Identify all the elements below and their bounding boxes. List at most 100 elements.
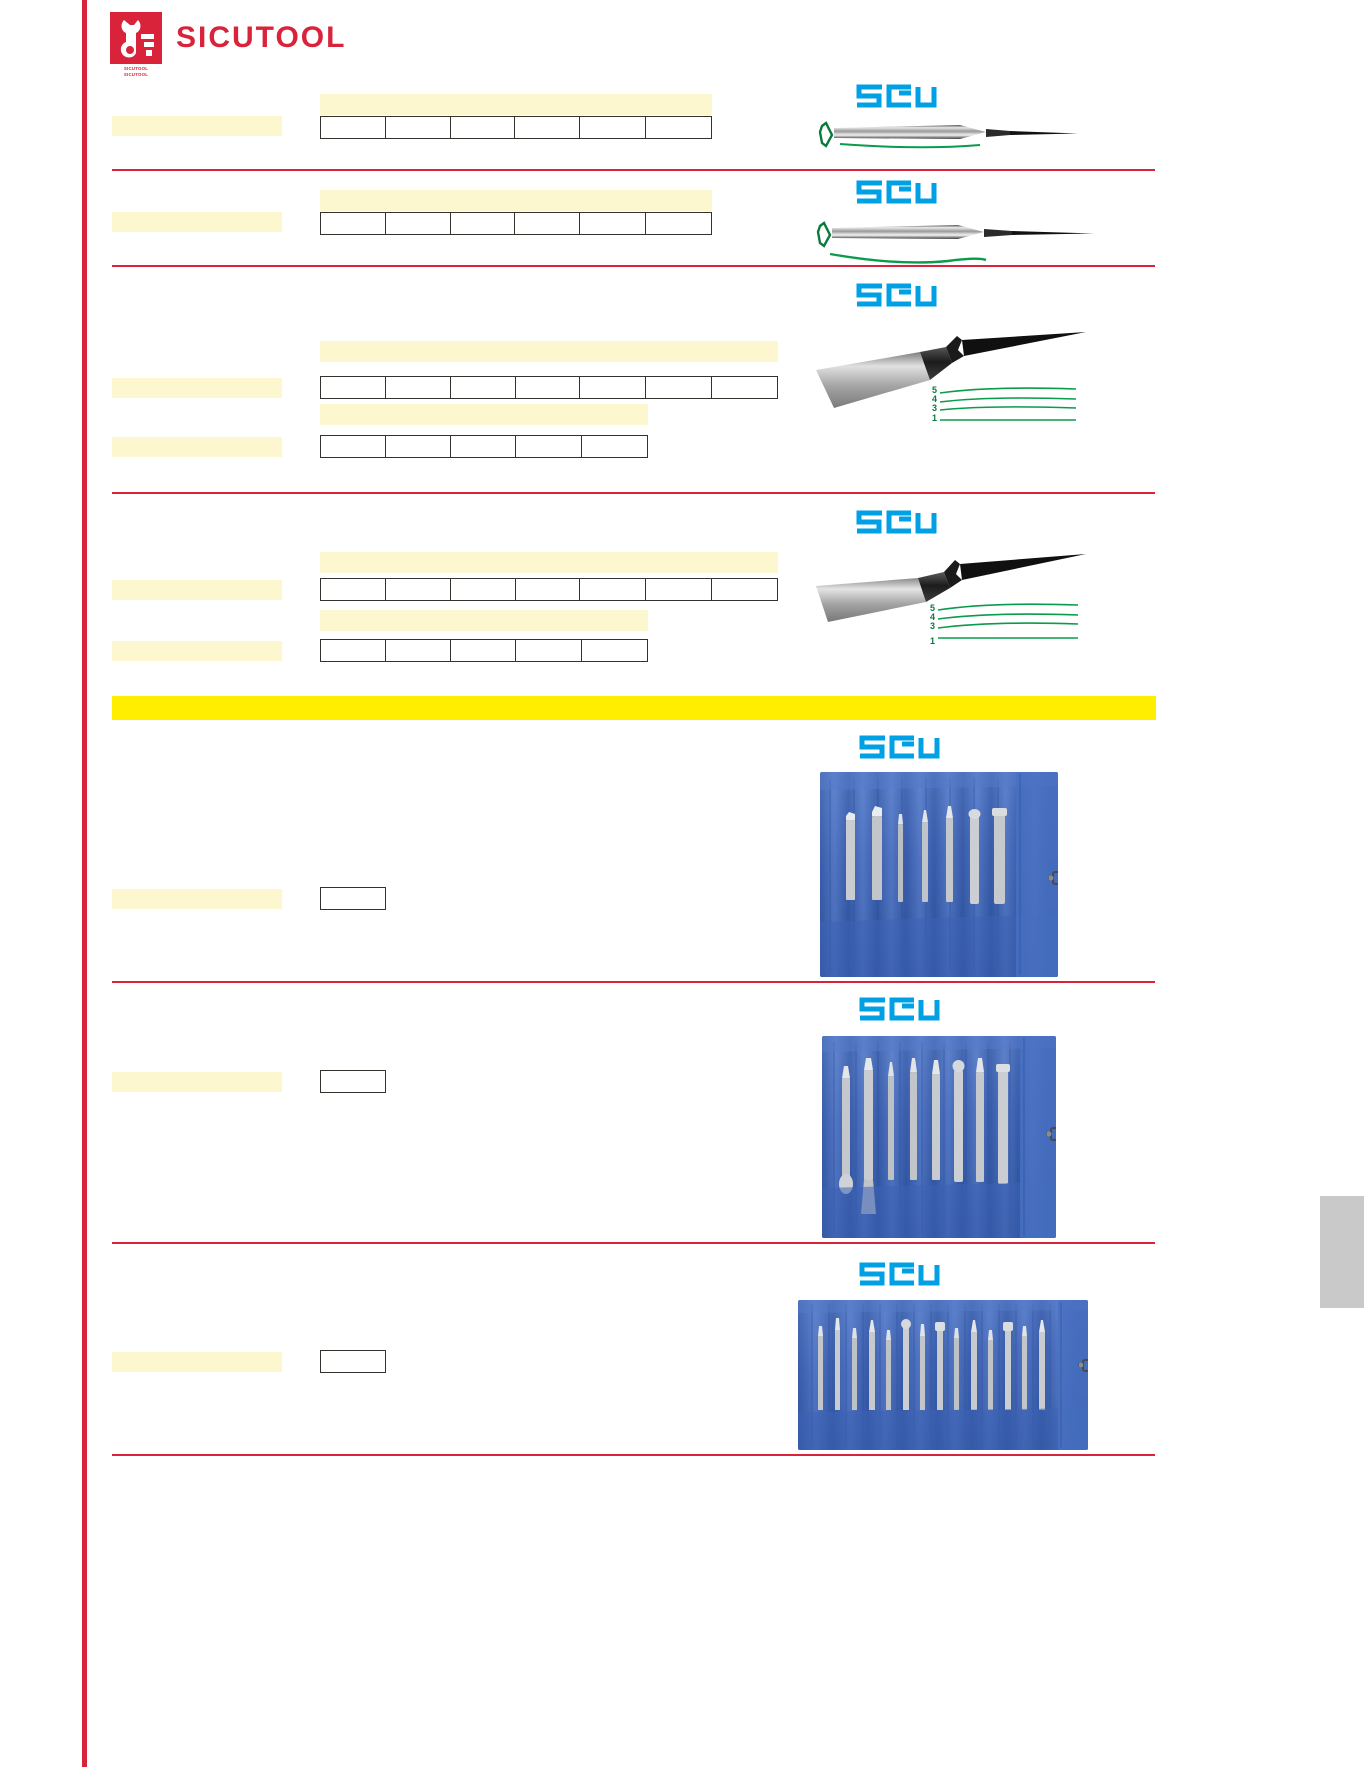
table-row[interactable] xyxy=(320,1350,386,1373)
table-row[interactable] xyxy=(320,212,712,235)
table-cell[interactable] xyxy=(320,639,386,662)
section-4-description-label-2 xyxy=(112,641,282,661)
table-cell[interactable] xyxy=(450,639,516,662)
table-cell[interactable] xyxy=(320,116,386,139)
table-row[interactable] xyxy=(320,887,386,910)
scu-badge-1 xyxy=(855,84,937,110)
section-1-table-caption xyxy=(320,94,712,115)
scu-badge-3 xyxy=(855,283,937,309)
flat-scraper-tool-photo xyxy=(812,330,1092,442)
table-cell[interactable] xyxy=(581,639,648,662)
section-3-description-label xyxy=(112,378,282,398)
table-cell[interactable] xyxy=(449,116,516,139)
table-cell[interactable] xyxy=(581,435,648,458)
table-cell[interactable] xyxy=(515,639,582,662)
table-cell[interactable] xyxy=(384,116,451,139)
table-cell[interactable] xyxy=(711,578,778,601)
section-2-description-label xyxy=(112,212,282,232)
section-4-description-label xyxy=(112,580,282,600)
table-cell[interactable] xyxy=(645,578,713,601)
table-row[interactable] xyxy=(320,1070,386,1093)
section-4-table[interactable] xyxy=(320,578,778,601)
callout-number-4: 4 xyxy=(932,394,938,404)
table-cell[interactable] xyxy=(450,435,516,458)
section-separator-2 xyxy=(112,265,1155,267)
section-banner xyxy=(112,696,1156,720)
left-margin-rule xyxy=(82,0,87,1767)
table-cell[interactable] xyxy=(384,578,451,601)
table-cell[interactable] xyxy=(711,376,778,399)
table-cell[interactable] xyxy=(579,212,647,235)
callout-number-3: 3 xyxy=(932,403,938,413)
table-cell[interactable] xyxy=(579,116,647,139)
section-4-table-caption-2 xyxy=(320,610,648,631)
table-cell[interactable] xyxy=(320,435,386,458)
callout-number-5-b: 5 xyxy=(930,603,936,613)
scu-badge-2 xyxy=(855,180,937,206)
table-cell[interactable] xyxy=(645,376,713,399)
scu-badge-5 xyxy=(858,735,940,761)
section-5-description-label xyxy=(112,889,282,909)
table-cell[interactable] xyxy=(320,376,386,399)
table-cell[interactable] xyxy=(384,212,451,235)
table-cell[interactable] xyxy=(385,435,451,458)
section-separator-6 xyxy=(112,1242,1155,1244)
scu-badge-7 xyxy=(858,1262,940,1288)
section-2-table[interactable] xyxy=(320,212,712,235)
section-1-table[interactable] xyxy=(320,116,712,139)
tool-roll-set-8-piece-photo xyxy=(820,772,1058,977)
section-separator-3 xyxy=(112,492,1155,494)
table-cell[interactable] xyxy=(514,116,581,139)
callout-number-3-b: 3 xyxy=(930,621,936,631)
table-cell[interactable] xyxy=(579,578,647,601)
section-separator-5 xyxy=(112,981,1155,983)
table-cell[interactable] xyxy=(320,1070,386,1093)
section-3-description-label-2 xyxy=(112,437,282,457)
table-row[interactable] xyxy=(320,116,712,139)
section-1-description-label xyxy=(112,116,282,136)
table-cell[interactable] xyxy=(320,1350,386,1373)
table-cell[interactable] xyxy=(320,212,386,235)
section-7-table[interactable] xyxy=(320,1350,386,1373)
table-cell[interactable] xyxy=(645,116,712,139)
table-cell[interactable] xyxy=(449,376,516,399)
section-4-table-2[interactable] xyxy=(320,639,648,662)
section-3-table[interactable] xyxy=(320,376,778,399)
section-3-table-2[interactable] xyxy=(320,435,648,458)
margin-tab[interactable] xyxy=(1320,1196,1364,1308)
table-cell[interactable] xyxy=(514,212,581,235)
table-cell[interactable] xyxy=(515,435,582,458)
table-cell[interactable] xyxy=(449,578,516,601)
table-cell[interactable] xyxy=(320,578,386,601)
section-2-table-caption xyxy=(320,190,712,211)
table-cell[interactable] xyxy=(514,578,581,601)
table-row[interactable] xyxy=(320,376,778,399)
section-7-description-label xyxy=(112,1352,282,1372)
table-cell[interactable] xyxy=(645,212,712,235)
section-separator-7 xyxy=(112,1454,1155,1456)
flat-scraper-tool-photo-2 xyxy=(812,548,1092,658)
callout-number-1: 1 xyxy=(932,413,938,423)
tool-roll-set-16-piece-photo xyxy=(798,1300,1088,1450)
scriber-tool-photo xyxy=(810,118,1090,160)
table-row[interactable] xyxy=(320,639,648,662)
table-cell[interactable] xyxy=(384,376,451,399)
brand-wordmark: SICUTOOL xyxy=(176,21,347,54)
table-cell[interactable] xyxy=(449,212,516,235)
long-scriber-tool-photo xyxy=(808,216,1098,266)
table-row[interactable] xyxy=(320,435,648,458)
table-cell[interactable] xyxy=(385,639,451,662)
section-6-description-label xyxy=(112,1072,282,1092)
tool-roll-set-10-piece-photo xyxy=(822,1036,1056,1238)
section-3-table-caption xyxy=(320,341,778,362)
table-cell[interactable] xyxy=(514,376,581,399)
section-6-table[interactable] xyxy=(320,1070,386,1093)
callout-number-5: 5 xyxy=(932,385,938,395)
brand-mark-subtext: SICUTOOL SICUTOOL xyxy=(123,66,149,77)
section-5-table[interactable] xyxy=(320,887,386,910)
table-cell[interactable] xyxy=(579,376,647,399)
table-row[interactable] xyxy=(320,578,778,601)
scu-badge-6 xyxy=(858,997,940,1023)
table-cell[interactable] xyxy=(320,887,386,910)
